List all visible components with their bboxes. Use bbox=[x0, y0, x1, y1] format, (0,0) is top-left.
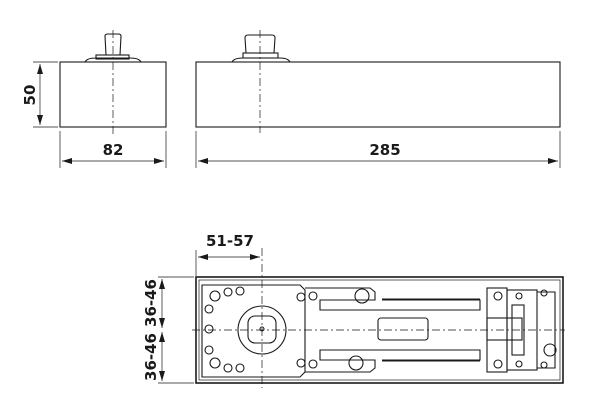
screws bbox=[204, 286, 557, 373]
length-label: 285 bbox=[369, 141, 400, 159]
spindle-offset-label: 51-57 bbox=[206, 232, 254, 250]
width-label: 82 bbox=[103, 141, 124, 159]
height-label: 50 bbox=[21, 85, 39, 106]
spindle-circle bbox=[237, 305, 287, 355]
side-view: 285 bbox=[195, 30, 561, 168]
plan-view: 51-57 36-46 36-46 bbox=[142, 232, 565, 388]
front-view: 50 82 bbox=[21, 30, 167, 168]
center-block bbox=[377, 317, 429, 341]
side-body bbox=[195, 61, 561, 128]
upper-half-label: 36-46 bbox=[142, 279, 160, 327]
lower-half-label: 36-46 bbox=[142, 333, 160, 381]
